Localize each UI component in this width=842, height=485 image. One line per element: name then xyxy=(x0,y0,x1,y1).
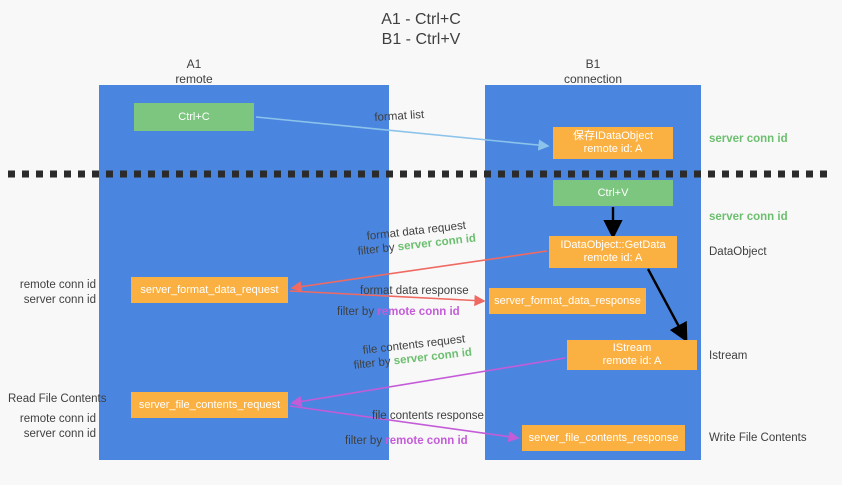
diagram-title: A1 - Ctrl+C B1 - Ctrl+V xyxy=(0,10,842,50)
node-server-format-data-request[interactable]: server_format_data_request xyxy=(131,277,288,303)
node-ctrl-c-label: Ctrl+C xyxy=(178,110,210,123)
edge-label-format-list: format list xyxy=(374,108,425,124)
node-server-file-contents-request[interactable]: server_file_contents_request xyxy=(131,392,288,418)
node-ctrl-c[interactable]: Ctrl+C xyxy=(134,103,254,131)
edge-label-file-contents-response: file contents response xyxy=(372,410,484,422)
side-label-dataobject: DataObject xyxy=(709,246,767,258)
node-idataobject-line1: 保存IDataObject xyxy=(572,130,654,142)
side-label-read-file-contents: Read File Contents xyxy=(8,393,107,405)
node-idataobject[interactable]: 保存IDataObject remote id: A xyxy=(553,127,673,159)
column-header-a1: A1 remote xyxy=(99,57,289,87)
node-istream[interactable]: IStream remote id: A xyxy=(567,340,697,370)
node-istream-line1: IStream xyxy=(612,342,652,354)
side-label-server-conn-id-left-top: server conn id xyxy=(23,294,96,306)
node-istream-line2: remote id: A xyxy=(602,355,662,367)
side-label-server-conn-id-second: server conn id xyxy=(709,211,788,223)
column-a1-name: A1 xyxy=(186,57,202,71)
node-server-file-contents-request-label: server_file_contents_request xyxy=(138,398,281,411)
node-ctrl-v[interactable]: Ctrl+V xyxy=(553,180,673,206)
side-label-conn-ids-bottom: remote conn id server conn id xyxy=(10,412,96,442)
node-server-format-data-request-label: server_format_data_request xyxy=(140,283,279,296)
filter-prefix-fdreq: filter by xyxy=(357,241,399,258)
node-getdata[interactable]: IDataObject::GetData remote id: A xyxy=(549,236,677,268)
side-label-server-conn-id-top: server conn id xyxy=(709,133,788,145)
node-server-file-contents-response-label: server_file_contents_response xyxy=(528,431,679,444)
side-label-conn-ids-top: remote conn id server conn id xyxy=(10,278,96,308)
column-a1-sub: remote xyxy=(175,72,213,86)
edge-label-file-contents-response-filter: filter by remote conn id xyxy=(345,434,468,448)
column-b1-name: B1 xyxy=(585,57,601,71)
filter-key-fdresp: remote conn id xyxy=(377,306,460,318)
side-label-server-conn-id-left-bottom: server conn id xyxy=(23,428,96,440)
side-label-istream: Istream xyxy=(709,350,748,362)
edge-label-format-data-response-filter: filter by remote conn id xyxy=(337,305,460,319)
title-line-1: A1 - Ctrl+C xyxy=(381,11,461,28)
column-header-b1: B1 connection xyxy=(485,57,701,87)
node-server-file-contents-response[interactable]: server_file_contents_response xyxy=(522,425,685,451)
filter-key-fcresp: remote conn id xyxy=(385,435,468,447)
title-line-2: B1 - Ctrl+V xyxy=(381,31,461,48)
filter-prefix-fcresp: filter by xyxy=(345,435,386,447)
node-getdata-line1: IDataObject::GetData xyxy=(560,239,666,251)
column-b1-sub: connection xyxy=(563,72,623,86)
node-server-format-data-response-label: server_format_data_response xyxy=(494,294,641,307)
side-label-write-file-contents: Write File Contents xyxy=(709,432,807,444)
node-getdata-line2: remote id: A xyxy=(583,252,643,264)
side-label-remote-conn-id-top: remote conn id xyxy=(19,279,96,291)
node-ctrl-v-label: Ctrl+V xyxy=(597,186,629,199)
side-label-remote-conn-id-bottom: remote conn id xyxy=(19,413,96,425)
filter-prefix-fdresp: filter by xyxy=(337,306,378,318)
node-idataobject-line2: remote id: A xyxy=(583,143,643,155)
edge-label-format-data-response: format data response xyxy=(360,285,469,297)
node-server-format-data-response[interactable]: server_format_data_response xyxy=(489,288,646,314)
